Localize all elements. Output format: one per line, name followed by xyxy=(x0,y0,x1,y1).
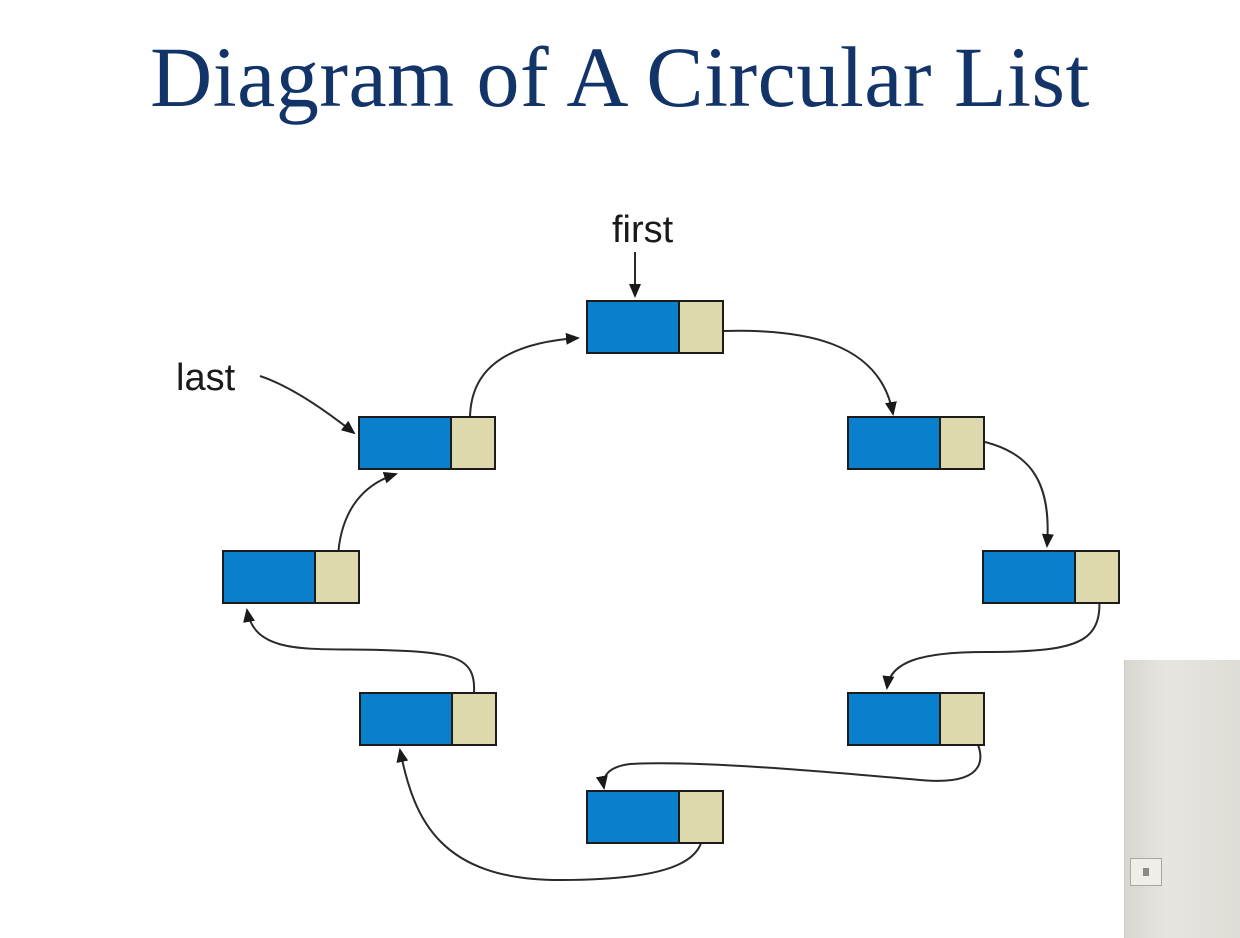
list-node-3 xyxy=(982,550,1120,604)
node-data-field xyxy=(849,418,941,468)
node-data-field xyxy=(588,302,680,352)
node-data-field xyxy=(588,792,680,842)
last-pointer-label: last xyxy=(176,357,236,399)
node-link-field xyxy=(680,792,722,842)
node-data-field xyxy=(361,694,453,744)
node-link-field xyxy=(941,694,983,744)
list-node-7 xyxy=(222,550,360,604)
link-arrow-1-2 xyxy=(723,329,897,416)
list-node-6 xyxy=(359,692,497,746)
last-pointer-arrow xyxy=(259,375,356,435)
link-arrow-3-4 xyxy=(882,577,1101,690)
list-node-8-last xyxy=(358,416,496,470)
node-link-field xyxy=(316,552,358,602)
node-link-field xyxy=(680,302,722,352)
node-link-field xyxy=(1076,552,1118,602)
list-node-5 xyxy=(586,790,724,844)
node-link-field xyxy=(452,418,494,468)
node-data-field xyxy=(849,694,941,744)
list-node-4 xyxy=(847,692,985,746)
node-data-field xyxy=(224,552,316,602)
link-arrow-4-5 xyxy=(595,717,982,790)
link-arrow-6-7 xyxy=(243,608,476,693)
list-node-1 xyxy=(586,300,724,354)
first-pointer-label: first xyxy=(612,209,674,251)
list-node-2 xyxy=(847,416,985,470)
node-link-field xyxy=(941,418,983,468)
node-data-field xyxy=(984,552,1076,602)
wall-switch xyxy=(1130,858,1162,886)
background-wall xyxy=(1124,660,1240,938)
link-arrow-5-6 xyxy=(396,748,704,882)
node-data-field xyxy=(360,418,452,468)
slide-title: Diagram of A Circular List xyxy=(150,29,1090,125)
node-link-field xyxy=(453,694,495,744)
